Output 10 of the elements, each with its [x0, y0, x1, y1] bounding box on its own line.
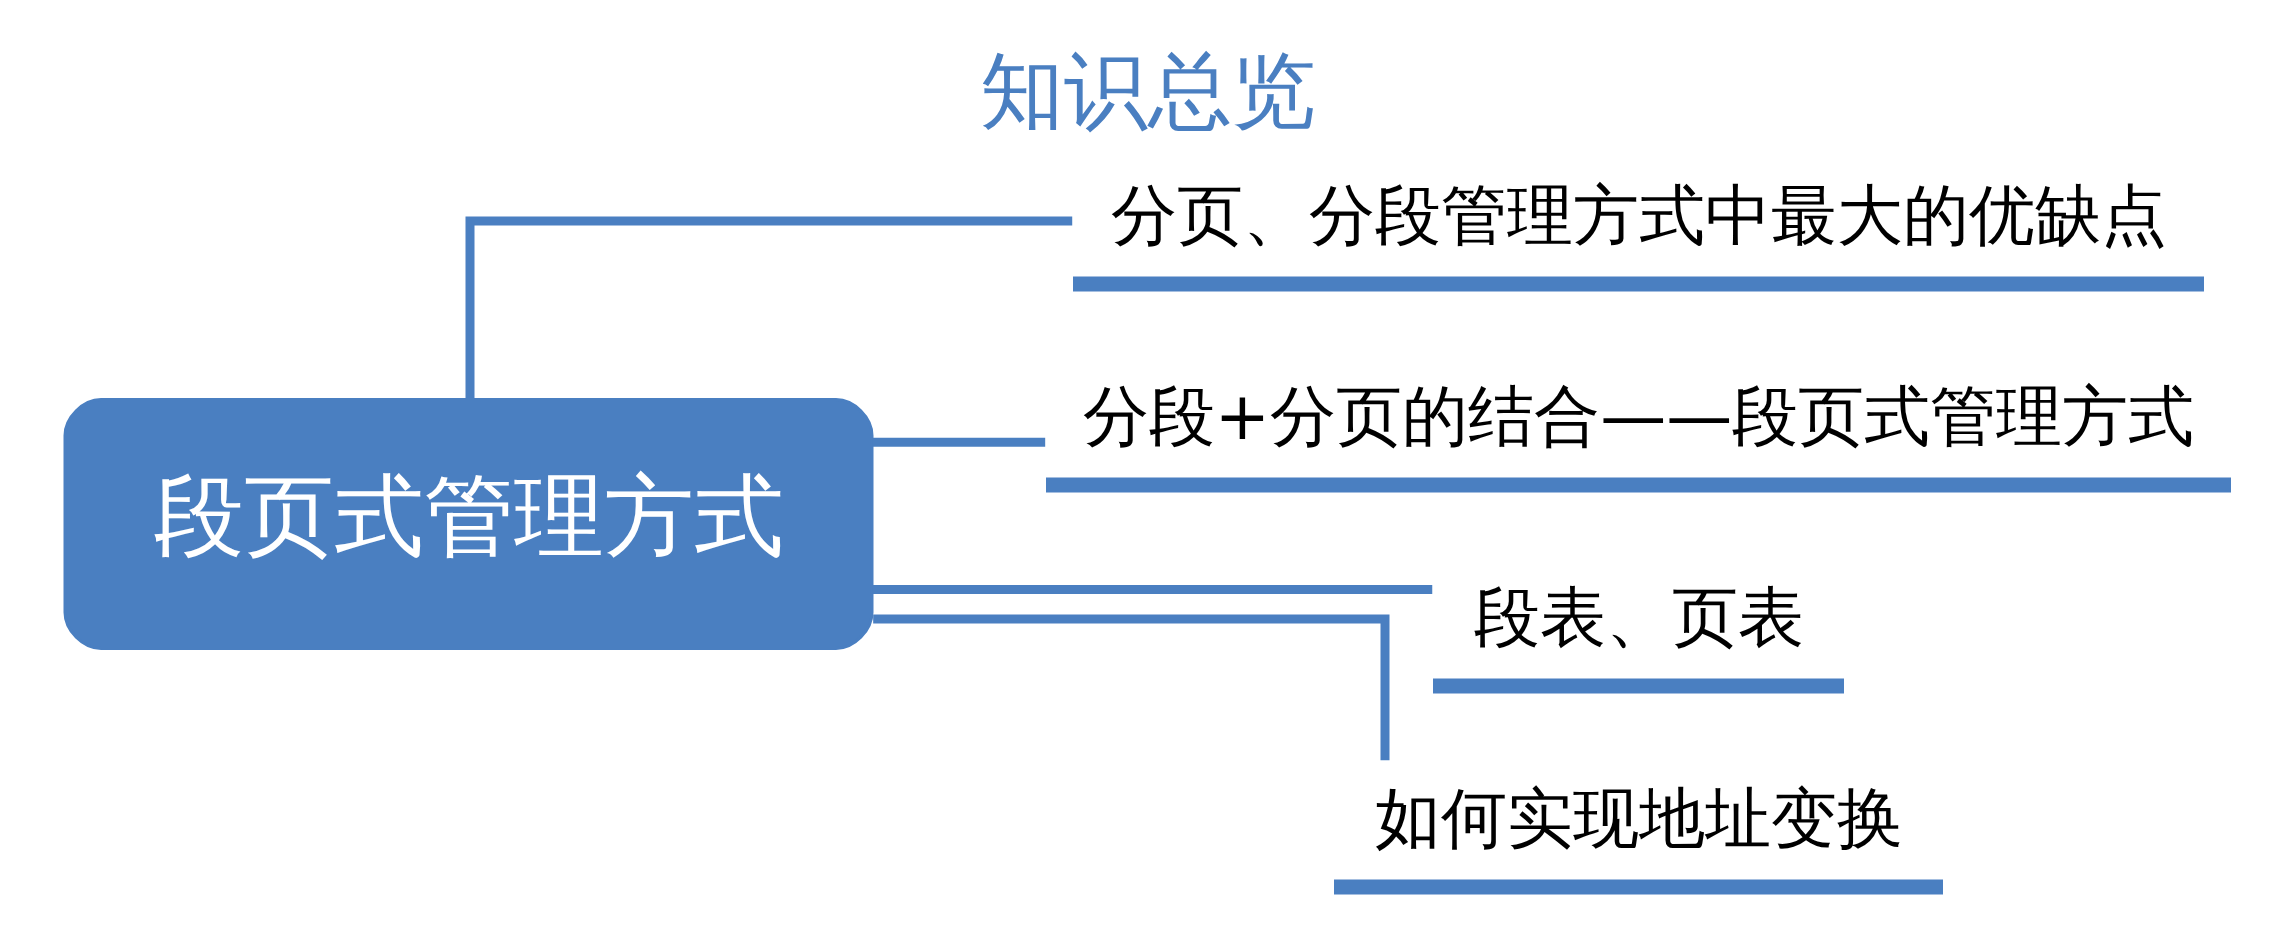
node-text: 段表、页表: [1473, 578, 1804, 656]
node-text: 分页、分段管理方式中最大的优缺点: [1110, 176, 2167, 254]
connector: [872, 585, 1433, 594]
connector: [873, 614, 1390, 761]
connector: [872, 437, 1046, 447]
node-box: 段页式管理方式: [63, 398, 874, 650]
node-text: 分段+分页的结合——段页式管理方式: [1082, 377, 2195, 455]
node-text: 如何实现地址变换: [1374, 779, 1903, 857]
connector: [465, 216, 1073, 399]
diagram-title: 知识总览: [980, 42, 1316, 141]
